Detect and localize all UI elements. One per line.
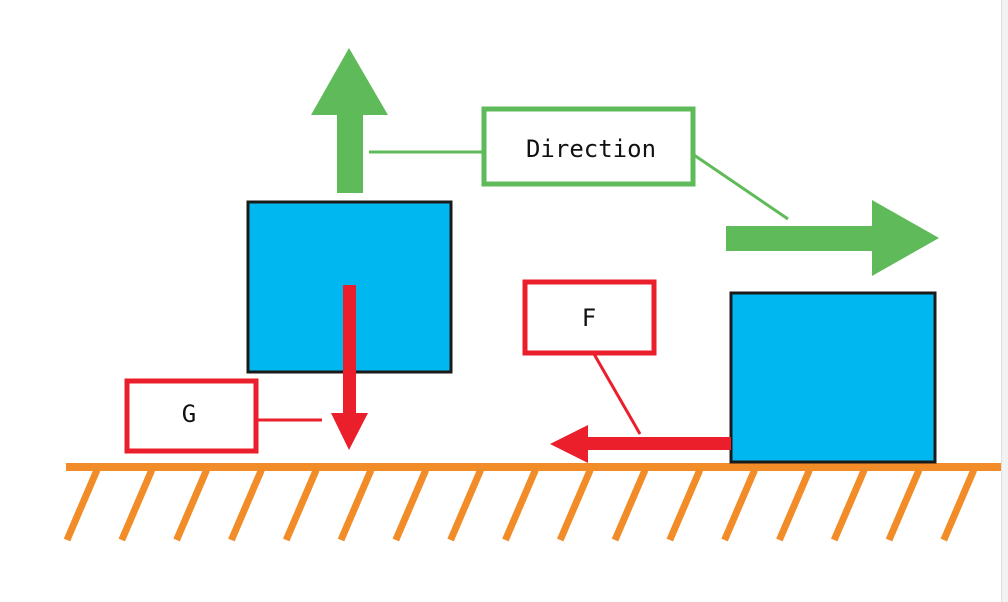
hatch-mark: [228, 468, 265, 542]
hatch-mark: [337, 468, 375, 542]
arrow-right-icon: [726, 200, 939, 276]
arrow-up-icon: [311, 48, 388, 193]
friction-label-box: F: [522, 279, 657, 356]
block-right: [729, 291, 937, 464]
direction-label-box: Direction: [481, 106, 696, 187]
hatch-mark: [556, 468, 594, 542]
hatch-mark: [502, 468, 539, 542]
arrow-left-icon: [550, 425, 731, 463]
friction-connector: [592, 353, 642, 435]
friction-label: F: [582, 304, 596, 332]
ground-hatching: [63, 468, 978, 542]
hatch-mark: [666, 468, 704, 542]
hatch-mark: [611, 468, 649, 542]
hatch-mark: [63, 468, 101, 542]
hatch-mark: [392, 468, 430, 542]
hatch-mark: [721, 468, 758, 542]
hatch-mark: [885, 468, 923, 542]
window-edge-strip: [1001, 0, 1008, 602]
hatch-mark: [830, 468, 868, 542]
direction-label: Direction: [526, 135, 656, 163]
ground: [63, 463, 1004, 542]
hatch-mark: [118, 468, 156, 542]
hatch-mark: [940, 468, 978, 542]
gravity-label: G: [182, 400, 196, 428]
direction-connector-right: [693, 153, 789, 221]
gravity-label-box: G: [124, 378, 259, 454]
hatch-mark: [447, 468, 484, 542]
hatch-mark: [776, 468, 813, 542]
arrow-down-icon: [331, 285, 368, 450]
hatch-mark: [282, 468, 320, 542]
hatch-mark: [173, 468, 210, 542]
